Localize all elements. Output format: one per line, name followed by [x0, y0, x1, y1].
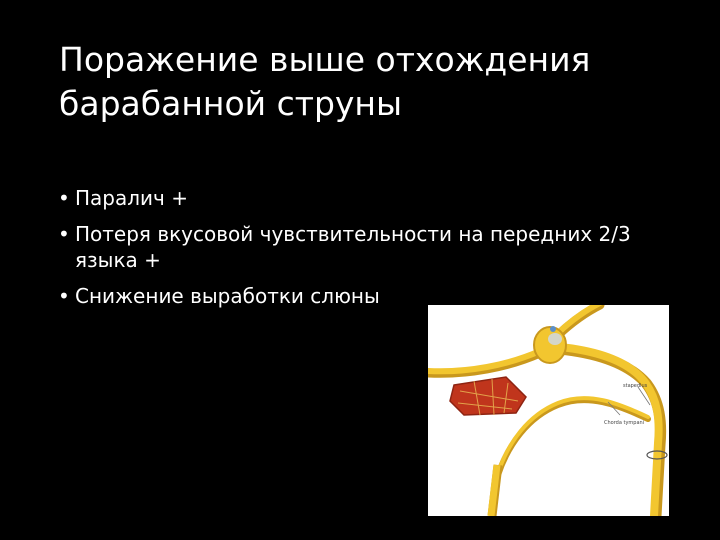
ganglion-highlight — [548, 333, 562, 345]
chorda-leader-line — [607, 401, 621, 416]
title-line-1: Поражение выше отхождения — [59, 40, 591, 79]
chorda-tympani-shadow — [489, 397, 651, 508]
bullet-text: Паралич + — [75, 186, 188, 210]
tongue-tissue-texture — [457, 378, 519, 416]
bullet-text: Потеря вкусовой чувствительности на пере… — [75, 222, 631, 272]
nerve-diagram: stapedius Chorda tympani — [428, 305, 668, 516]
nerve-ring-marker — [646, 450, 668, 460]
ganglion-marker — [550, 326, 556, 332]
facial-nerve-trunk-shadow — [554, 343, 667, 516]
lower-branch — [487, 464, 501, 516]
nerve-branch-top — [555, 305, 603, 336]
chorda-tympani-nerve — [490, 396, 650, 505]
geniculate-ganglion — [533, 326, 567, 364]
bullet-marker: • — [58, 222, 70, 246]
title-line-2: барабанной струны — [59, 84, 403, 123]
bullet-marker: • — [58, 284, 70, 308]
bullet-text: Снижение выработки слюны — [75, 284, 380, 308]
bullet-item: • Снижение выработки слюны — [58, 283, 678, 309]
stapedius-leader-line — [637, 386, 651, 406]
nerve-branch-left — [428, 348, 543, 375]
bullet-item: • Потеря вкусовой чувствительности на пе… — [58, 221, 678, 273]
facial-nerve-trunk — [556, 343, 663, 516]
label-chorda-tympani: Chorda tympani — [604, 420, 644, 426]
bullet-marker: • — [58, 186, 70, 210]
facial-nerve-illustration: stapedius Chorda tympani — [428, 305, 669, 516]
slide-title: Поражение выше отхождения барабанной стр… — [59, 38, 679, 126]
bullet-item: • Паралич + — [58, 185, 678, 211]
label-stapedius: stapedius — [623, 383, 648, 389]
bullet-list: • Паралич + • Потеря вкусовой чувствител… — [58, 185, 678, 319]
